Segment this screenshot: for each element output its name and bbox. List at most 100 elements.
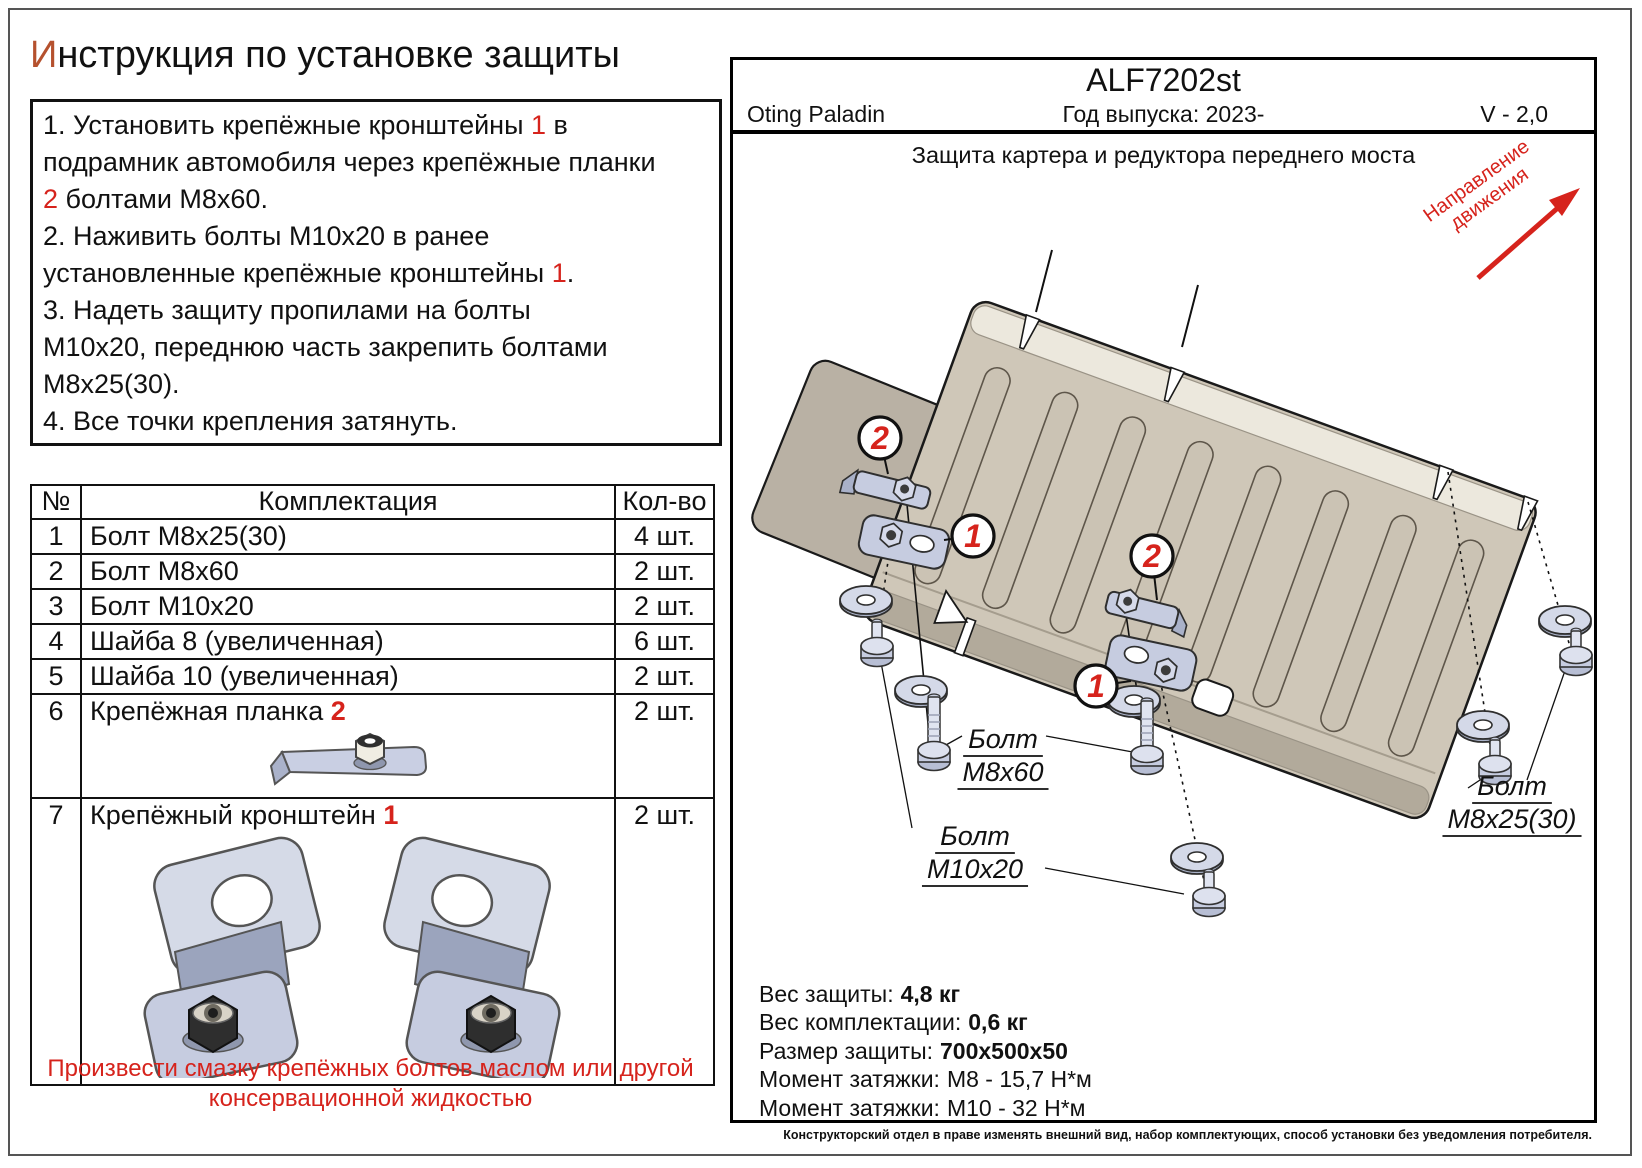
- page-title: Инструкция по установке защиты: [30, 34, 620, 77]
- part-qty: 2 шт.: [614, 658, 715, 695]
- svg-text:М10х20: М10х20: [927, 854, 1023, 884]
- part-num: 7: [30, 797, 82, 1086]
- spec-row: Вес защиты:4,8 кг: [759, 981, 961, 1007]
- instruction-line: 2 болтами М8х60.: [43, 184, 268, 214]
- instruction-line: 1. Установить крепёжные кронштейны 1 в: [43, 110, 568, 140]
- instruction-line: 4. Все точки крепления затянуть.: [43, 406, 458, 436]
- washer: [839, 585, 893, 618]
- washer: [1456, 710, 1510, 743]
- clamp-plate-2: [838, 468, 932, 510]
- table-header-row: № Комплектация Кол-во: [30, 484, 715, 520]
- mount-bracket-images: [90, 832, 614, 1084]
- design-department-footnote: Конструкторский отдел в праве изменять в…: [783, 1128, 1592, 1142]
- bolt-m8x25: [1478, 736, 1512, 786]
- instructions-list: 1. Установить крепёжные кронштейны 1 в по…: [43, 107, 709, 440]
- year-label: Год выпуска: 2023-: [1062, 101, 1265, 127]
- plate-cutout: [933, 589, 969, 624]
- instructions-box: 1. Установить крепёжные кронштейны 1 в по…: [30, 99, 722, 446]
- callout-1: 1: [943, 513, 996, 559]
- spec-row: Размер защиты:700x500x50: [759, 1037, 1068, 1064]
- svg-text:М8х25(30): М8х25(30): [1447, 804, 1576, 834]
- part-num: 2: [30, 553, 82, 590]
- instruction-line: М8х25(30).: [43, 369, 180, 399]
- label-leader-lines: [879, 656, 1569, 895]
- bolt-m10x20: [860, 618, 894, 668]
- mount-bracket-image-right: [383, 836, 561, 1078]
- instruction-line: установленные крепёжные кронштейны 1.: [43, 258, 575, 288]
- instruction-line: подрамник автомобиля через крепёжные пла…: [43, 147, 656, 177]
- lubrication-note: Произвести смазку крепёжных болтов масло…: [30, 1054, 711, 1114]
- spec-row: Момент затяжки:М10 - 32 Н*м: [759, 1094, 1086, 1121]
- svg-text:Болт: Болт: [968, 724, 1038, 754]
- note-line: Произвести смазку крепёжных болтов масло…: [47, 1055, 694, 1082]
- instruction-line: М10х20, переднюю часть закрепить болтами: [43, 332, 608, 362]
- diagram-title: Защита картера и редуктора переднего мос…: [911, 142, 1416, 168]
- clamp-plate-2: [1104, 588, 1188, 639]
- mount-bracket-1: [1104, 634, 1198, 692]
- part-qty: 2 шт.: [614, 693, 715, 799]
- mount-bracket-image-left: [143, 836, 321, 1078]
- long-bolts: [917, 693, 1164, 776]
- part-name: Болт М10х20: [80, 588, 616, 625]
- col-header-qty: Кол-во: [614, 484, 715, 520]
- callout-1: 1: [1073, 663, 1132, 709]
- drawing-panel: ALF7202st Oting Paladin Год выпуска: 202…: [730, 57, 1597, 1123]
- part-qty: 4 шт.: [614, 518, 715, 555]
- part-name: Шайба 8 (увеличенная): [80, 623, 616, 660]
- bolt-m8x60: [1130, 697, 1164, 776]
- col-header-name: Комплектация: [80, 484, 616, 520]
- callout-2: 2: [857, 415, 903, 475]
- note-line: консервационной жидкостью: [208, 1085, 533, 1112]
- direction-arrow: [1476, 188, 1580, 280]
- svg-text:1: 1: [964, 518, 982, 554]
- page-title-accent: И: [30, 34, 58, 76]
- short-bolts: [860, 618, 1593, 918]
- part-num: 1: [30, 518, 82, 555]
- svg-text:М8х60: М8х60: [962, 757, 1043, 787]
- part-name: Крепёжная планка 2: [80, 693, 616, 799]
- svg-text:2: 2: [1142, 538, 1161, 574]
- part-name: Болт М8х60: [80, 553, 616, 590]
- model-name: Oting Paladin: [747, 101, 886, 127]
- part-qty: 2 шт.: [614, 797, 715, 1086]
- washer: [1170, 842, 1224, 875]
- version-label: V - 2,0: [1480, 101, 1548, 127]
- plate-hole: [1191, 678, 1235, 717]
- mount-bracket-1: [857, 514, 951, 570]
- callout-2: 2: [1129, 533, 1175, 601]
- page-title-rest: нструкция по установке защиты: [57, 34, 620, 76]
- washers: [839, 585, 1592, 875]
- part-qty: 2 шт.: [614, 553, 715, 590]
- part-num: 3: [30, 588, 82, 625]
- svg-text:1: 1: [1087, 668, 1105, 704]
- part-name: Болт М8х25(30): [80, 518, 616, 555]
- skid-plate: [863, 300, 1539, 820]
- instruction-line: 2. Наживить болты М10х20 в ранее: [43, 221, 490, 251]
- bolt-m8x25: [1559, 627, 1593, 677]
- part-num: 5: [30, 658, 82, 695]
- part-qty: 2 шт.: [614, 588, 715, 625]
- part-number: ALF7202st: [1086, 62, 1241, 98]
- bolt-m8x60: [917, 693, 951, 772]
- part-num: 4: [30, 623, 82, 660]
- svg-text:Болт: Болт: [1477, 771, 1547, 801]
- instruction-line: 3. Надеть защиту пропилами на болты: [43, 295, 531, 325]
- page-frame: [8, 8, 1632, 1156]
- svg-text:Болт: Болт: [940, 821, 1010, 851]
- clamp-plate-image: [90, 728, 614, 797]
- spec-row: Момент затяжки:М8 - 15,7 Н*м: [759, 1066, 1092, 1093]
- bolt-m10x20: [1192, 868, 1226, 918]
